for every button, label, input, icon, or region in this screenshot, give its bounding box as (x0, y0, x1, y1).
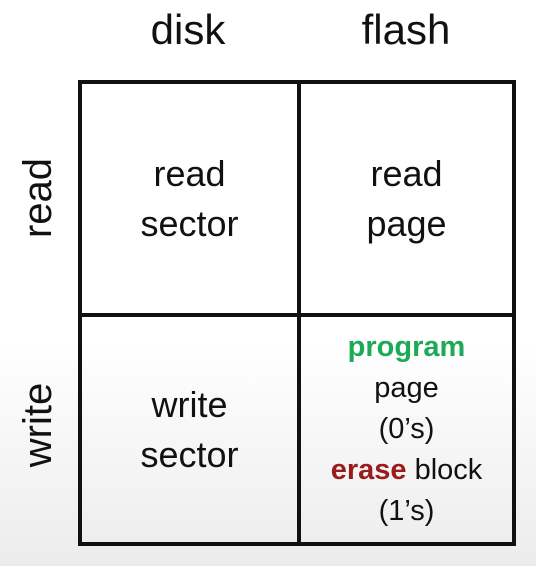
cell-write-disk-line2: sector (140, 433, 239, 475)
erase-ones-label: (1’s) (378, 495, 435, 527)
column-header-disk: disk (150, 6, 226, 53)
cell-read-flash: read page (301, 84, 512, 313)
erase-label: erase (330, 454, 407, 486)
cell-read-disk: read sector (82, 84, 297, 313)
comparison-grid: read sector read page write sector progr… (78, 80, 516, 546)
column-header-flash: flash (361, 6, 451, 53)
cell-write-flash: program page (0’s) erase block (1’s) (301, 317, 512, 542)
cell-write-disk: write sector (82, 317, 297, 542)
program-zeros-label: (0’s) (378, 413, 435, 445)
row-header-read: read (16, 157, 60, 239)
cell-read-flash-line2: page (366, 202, 447, 244)
program-page-label: page (374, 372, 439, 404)
erase-block-line: erase block (331, 450, 483, 491)
cell-read-flash-line1: read (370, 152, 443, 194)
grid-divider-horizontal (82, 313, 512, 317)
erase-block-label: block (406, 454, 483, 486)
cell-write-disk-line1: write (151, 383, 228, 425)
cell-read-disk-line1: read (153, 152, 226, 194)
program-label: program (347, 331, 466, 363)
cell-read-disk-line2: sector (140, 202, 239, 244)
row-header-write: write (16, 382, 60, 468)
